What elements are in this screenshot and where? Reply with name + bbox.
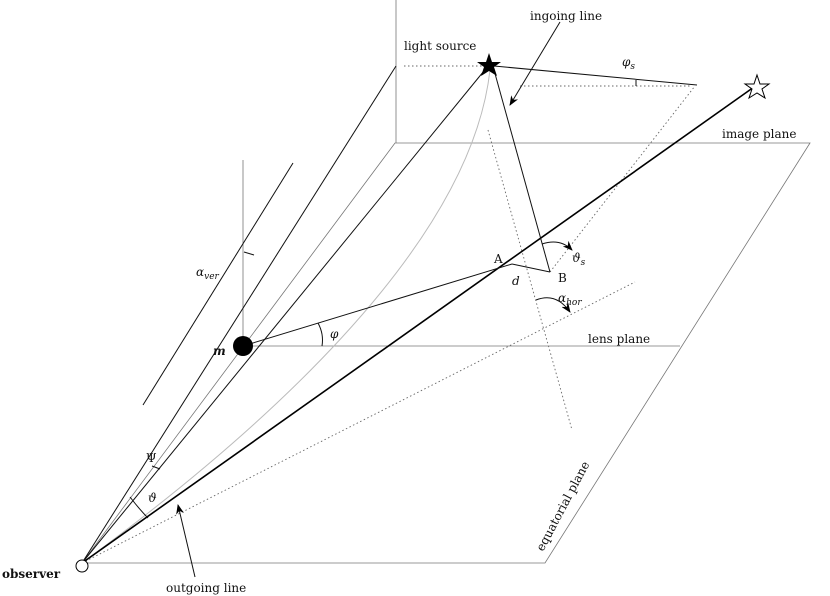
outgoing-line: [81, 86, 755, 564]
observer-line-far: [81, 65, 397, 564]
ingoing-arrow: [509, 21, 561, 106]
theta-arc: [129, 496, 149, 519]
alpha-hor-arc: [535, 297, 571, 313]
distance-d-label: d: [512, 274, 520, 288]
alpha-hor-subscript: hor: [566, 298, 582, 308]
ingoing-line-label: ingoing line: [530, 9, 602, 23]
lens-plane-label: lens plane: [588, 332, 650, 346]
point-b-label: B: [558, 271, 567, 285]
theta-s-symbol: ϑ: [572, 251, 581, 265]
psi-tick: [151, 465, 161, 470]
phi-arc: [317, 322, 323, 347]
theta-label: ϑ: [148, 491, 157, 505]
theta-s-label: ϑs: [572, 251, 586, 268]
alpha-ver-line: [142, 162, 294, 406]
varphi-s-label: φs: [622, 55, 635, 72]
observer-to-source-line: [81, 65, 489, 564]
image-plane-label: image plane: [722, 127, 796, 141]
observer-marker-icon: [75, 559, 89, 573]
ingoing-segment: [493, 69, 551, 273]
alpha-ver-subscript: ver: [204, 272, 219, 282]
light-curve: [81, 69, 491, 564]
alpha-hor-symbol: α: [558, 291, 566, 305]
source-star-icon: [477, 53, 501, 76]
equatorial-plane: [81, 142, 811, 564]
alpha-ver-symbol: α: [196, 265, 204, 279]
mass-to-a-line: [242, 263, 513, 347]
psi-label: Ψ: [146, 451, 157, 465]
light-source-label: light source: [404, 39, 476, 53]
point-a-label: A: [493, 252, 503, 266]
observer-label: observer: [2, 567, 61, 581]
varphi-s-subscript: s: [630, 62, 635, 72]
dotted-image-line: [549, 85, 696, 273]
alpha-ver-tick: [243, 251, 255, 256]
phi-label: φ: [330, 327, 339, 341]
alpha-ver-label: αver: [196, 265, 220, 282]
outgoing-line-label: outgoing line: [166, 581, 246, 595]
source-to-right-line: [493, 65, 698, 86]
mass-marker-icon: [233, 336, 253, 356]
dotted-observer-line: [81, 281, 636, 564]
theta-s-arc: [541, 240, 573, 251]
outgoing-arrow: [176, 504, 196, 578]
equatorial-plane-label: equatorial plane: [533, 459, 592, 554]
varphi-s-symbol: φ: [622, 55, 631, 69]
image-star-icon: [743, 73, 771, 100]
alpha-hor-label: αhor: [558, 291, 582, 308]
a-to-b-line: [511, 263, 551, 273]
theta-s-subscript: s: [581, 258, 586, 268]
mass-label: m: [213, 344, 226, 358]
